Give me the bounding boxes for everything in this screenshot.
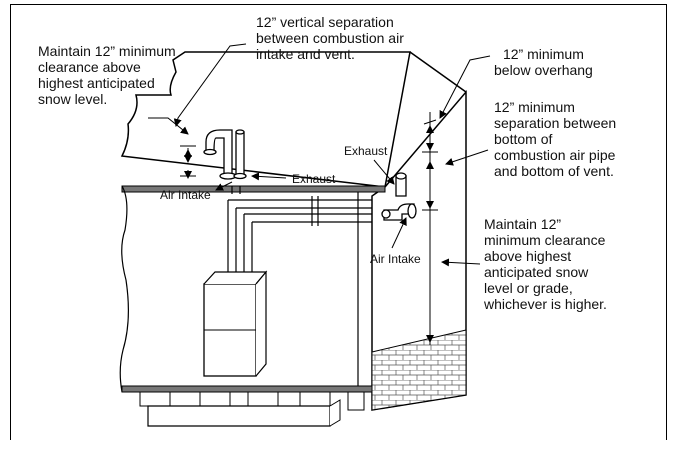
roof-pipes [203, 129, 247, 180]
dimension-markers [180, 119, 438, 343]
leader-lines [148, 43, 491, 267]
side-pipes [381, 172, 417, 221]
interior-piping [227, 186, 372, 272]
vertical-separation-label: 12” vertical separation between combusti… [256, 14, 404, 62]
air-intake-side-label: Air Intake [370, 252, 421, 266]
snow-clearance-right-label: Maintain 12” minimum clearance above hig… [484, 216, 607, 312]
exhaust-side-label: Exhaust [344, 144, 388, 158]
furnace [203, 270, 268, 377]
exhaust-roof-label: Exhaust [292, 172, 336, 186]
snow-clearance-left-label: Maintain 12” minimum clearance above hig… [38, 43, 176, 107]
front-cutaway [119, 185, 386, 393]
foundation [139, 391, 365, 427]
below-overhang-label: 12” minimum below overhang [494, 46, 593, 78]
figure-frame [10, 4, 667, 440]
air-intake-roof-label: Air Intake [160, 188, 211, 202]
side-wall [371, 89, 467, 411]
separation-side-label: 12” minimum separation between bottom of… [494, 99, 617, 179]
